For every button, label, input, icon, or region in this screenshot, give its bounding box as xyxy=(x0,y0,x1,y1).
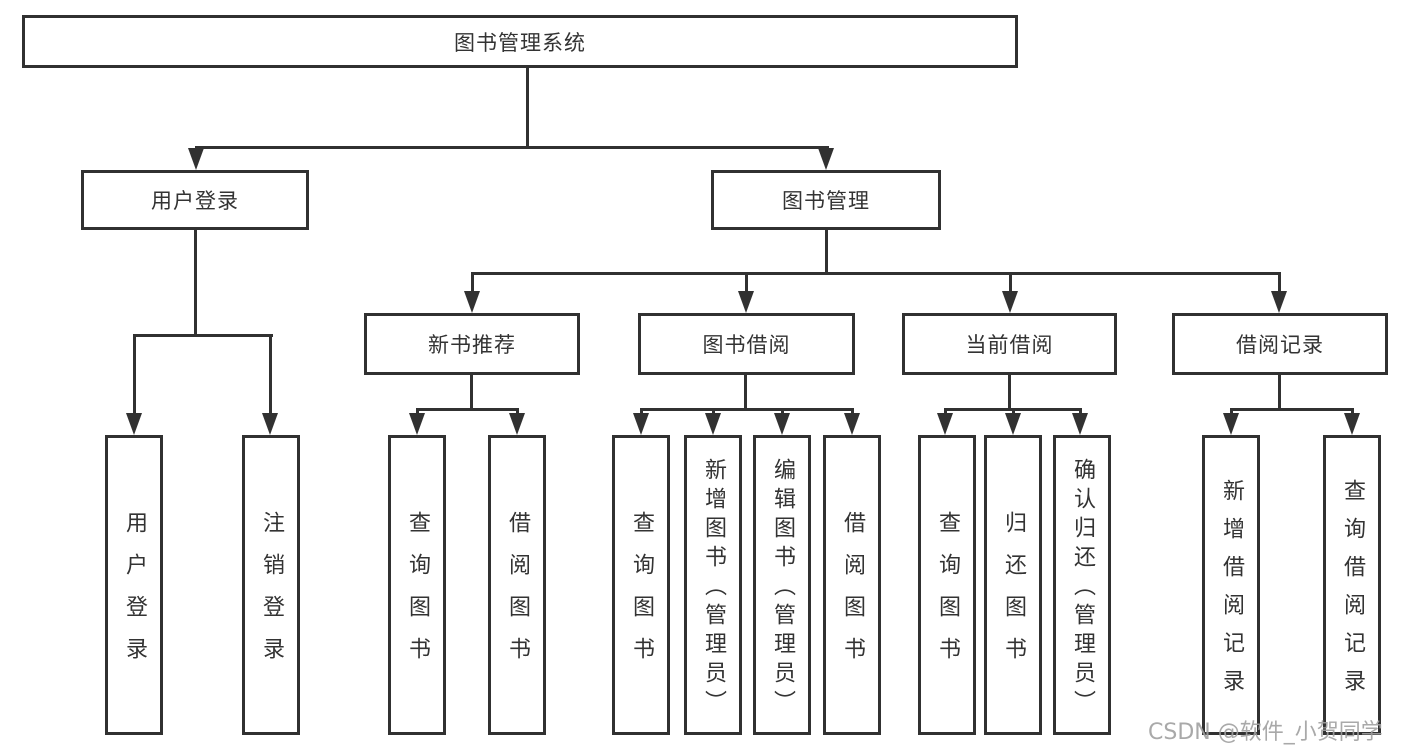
arrow-down-icon xyxy=(1344,413,1360,435)
leaf-add-books-admin: 新增图书（管理员） xyxy=(684,435,742,735)
node-current-borrowing: 当前借阅 xyxy=(902,313,1117,375)
node-book-borrowing: 图书借阅 xyxy=(638,313,855,375)
arrow-down-icon xyxy=(818,148,834,170)
arrow-down-icon xyxy=(262,413,278,435)
node-book-management-label: 图书管理 xyxy=(782,189,870,213)
arrow-down-icon xyxy=(188,148,204,170)
arrow-down-icon xyxy=(126,413,142,435)
leaf-edit-books-admin-label: 编辑图书（管理员） xyxy=(770,458,795,719)
connector-stem xyxy=(1278,375,1281,410)
connector-root-branch xyxy=(195,146,829,149)
connector-branch xyxy=(1230,408,1354,411)
connector-book-management-stem xyxy=(825,230,828,274)
arrow-down-icon xyxy=(1223,413,1239,435)
connector-drop xyxy=(1278,272,1281,294)
leaf-borrow-books: 借阅图书 xyxy=(823,435,881,735)
leaf-confirm-return-admin-label: 确认归还（管理员） xyxy=(1070,458,1095,719)
csdn-watermark: CSDN @软件_小贺同学 xyxy=(1148,720,1383,745)
leaf-add-books-admin-label: 新增图书（管理员） xyxy=(701,458,726,719)
node-borrowing-records: 借阅记录 xyxy=(1172,313,1388,375)
connector-drop xyxy=(133,334,136,416)
leaf-query-books-current-label: 查询图书 xyxy=(935,511,960,679)
arrow-down-icon xyxy=(633,413,649,435)
node-book-borrowing-label: 图书借阅 xyxy=(702,333,791,357)
connector-stem xyxy=(470,375,473,410)
arrow-down-icon xyxy=(738,291,754,313)
arrow-down-icon xyxy=(705,413,721,435)
leaf-user-login-label: 用户登录 xyxy=(122,511,147,679)
leaf-query-books-recommend-label: 查询图书 xyxy=(405,511,430,679)
connector-user-login-stem xyxy=(194,230,197,336)
connector-user-login-branch xyxy=(133,334,273,337)
arrow-down-icon xyxy=(1002,291,1018,313)
connector-drop xyxy=(269,334,272,416)
node-new-book-recommend: 新书推荐 xyxy=(364,313,580,375)
leaf-logout: 注销登录 xyxy=(242,435,300,735)
connector-branch xyxy=(640,408,854,411)
leaf-confirm-return-admin: 确认归还（管理员） xyxy=(1053,435,1111,735)
node-book-management: 图书管理 xyxy=(711,170,941,230)
node-root: 图书管理系统 xyxy=(22,15,1018,68)
leaf-query-borrow-record: 查询借阅记录 xyxy=(1323,435,1381,735)
leaf-return-books-label: 归还图书 xyxy=(1001,511,1026,679)
arrow-down-icon xyxy=(1072,413,1088,435)
connector-drop xyxy=(745,272,748,294)
connector-book-management-branch xyxy=(471,272,1281,275)
connector-stem xyxy=(1008,375,1011,410)
connector-stem xyxy=(744,375,747,410)
leaf-query-books-current: 查询图书 xyxy=(918,435,976,735)
arrow-down-icon xyxy=(509,413,525,435)
leaf-borrow-books-recommend: 借阅图书 xyxy=(488,435,546,735)
node-user-login-label: 用户登录 xyxy=(151,189,239,213)
leaf-logout-label: 注销登录 xyxy=(259,511,284,679)
leaf-borrow-books-label: 借阅图书 xyxy=(840,511,865,679)
leaf-borrow-books-recommend-label: 借阅图书 xyxy=(505,511,530,679)
node-new-book-recommend-label: 新书推荐 xyxy=(428,333,516,357)
connector-root-stem xyxy=(526,68,529,148)
leaf-query-books-borrowing: 查询图书 xyxy=(612,435,670,735)
leaf-add-borrow-record-label: 新增借阅记录 xyxy=(1219,479,1244,707)
node-user-login: 用户登录 xyxy=(81,170,309,230)
connector-branch xyxy=(416,408,519,411)
node-borrowing-records-label: 借阅记录 xyxy=(1236,333,1324,357)
leaf-edit-books-admin: 编辑图书（管理员） xyxy=(753,435,811,735)
leaf-return-books: 归还图书 xyxy=(984,435,1042,735)
arrow-down-icon xyxy=(844,413,860,435)
connector-drop xyxy=(1009,272,1012,294)
leaf-query-books-borrowing-label: 查询图书 xyxy=(629,511,654,679)
arrow-down-icon xyxy=(464,291,480,313)
node-current-borrowing-label: 当前借阅 xyxy=(965,333,1054,357)
arrow-down-icon xyxy=(409,413,425,435)
leaf-add-borrow-record: 新增借阅记录 xyxy=(1202,435,1260,735)
node-root-label: 图书管理系统 xyxy=(454,30,586,55)
arrow-down-icon xyxy=(1271,291,1287,313)
leaf-query-borrow-record-label: 查询借阅记录 xyxy=(1340,479,1365,707)
arrow-down-icon xyxy=(1005,413,1021,435)
arrow-down-icon xyxy=(774,413,790,435)
arrow-down-icon xyxy=(937,413,953,435)
connector-drop xyxy=(471,272,474,294)
leaf-user-login: 用户登录 xyxy=(105,435,163,735)
leaf-query-books-recommend: 查询图书 xyxy=(388,435,446,735)
